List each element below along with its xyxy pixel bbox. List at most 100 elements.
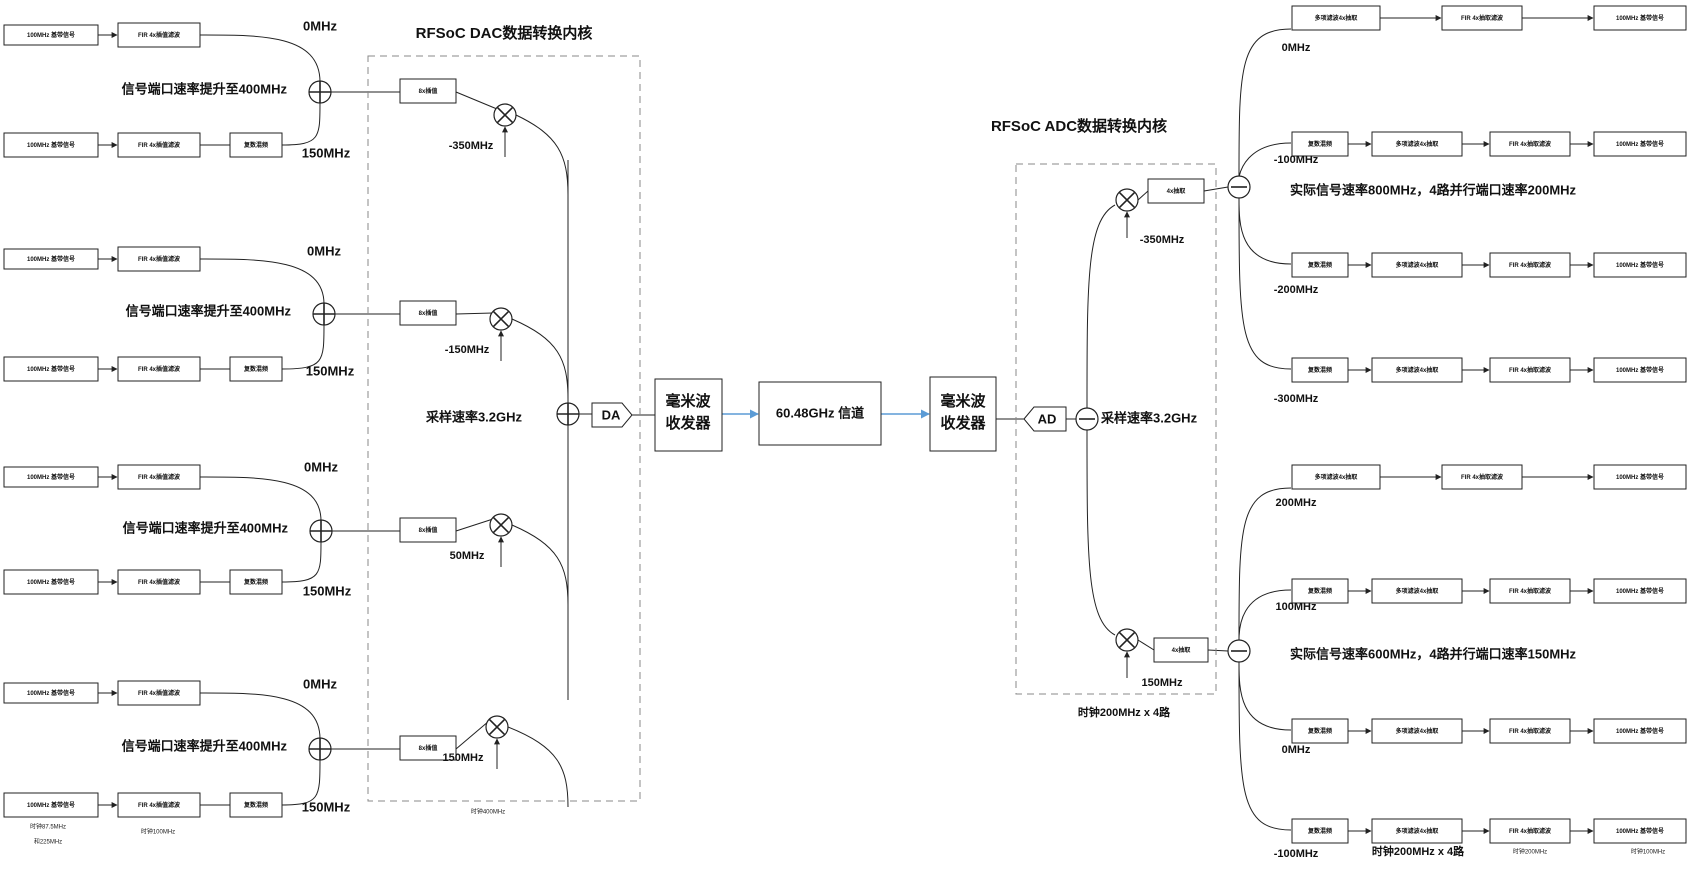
diagram-nodes: RFSoC DAC数据转换内核 100MHz 基带信号 FIR 4x插值滤波 100M… bbox=[3, 5, 1687, 860]
adc-polyphase-5-label: 多项滤波4x抽取 bbox=[1396, 587, 1440, 595]
dac-core-boundary bbox=[367, 55, 641, 802]
adc-decim-1-label: 4x抽取 bbox=[1172, 646, 1192, 654]
dac-fir-0-b-label: FIR 4x插值滤波 bbox=[138, 141, 181, 149]
dac-source-0-a-label: 100MHz 基带信号 bbox=[27, 31, 75, 39]
rx-mmwave-transceiver bbox=[929, 376, 997, 452]
adc-mixer-box-6 bbox=[1291, 718, 1349, 744]
dac-fir-1-a bbox=[117, 246, 201, 272]
adc-out-freq-3: -300MHz bbox=[1274, 393, 1319, 405]
adc-core-boundary bbox=[1015, 163, 1217, 695]
adc-out-freq-4: 200MHz bbox=[1276, 497, 1317, 509]
adc-mixer-box-3 bbox=[1291, 357, 1349, 383]
adc-clock-label: 时钟200MHz x 4路 bbox=[1078, 705, 1171, 719]
dac-adder-0-glyph bbox=[309, 81, 331, 103]
dac-freq-top-1: 0MHz bbox=[307, 243, 341, 258]
dac-converter bbox=[591, 402, 633, 428]
adc-polyphase-4 bbox=[1291, 464, 1381, 490]
adc-mixer-box-6-label: 复数混频 bbox=[1307, 727, 1332, 735]
adc-out-freq-5: 100MHz bbox=[1276, 601, 1317, 613]
adc-mixer-box-7 bbox=[1291, 818, 1349, 844]
channel-60ghz-label: 60.48GHz 信道 bbox=[776, 405, 864, 420]
dac-mixer-box-2-label: 复数混频 bbox=[243, 578, 268, 586]
dac-nco-mixer-0-glyph bbox=[496, 106, 514, 124]
dac-nco-freq-3: 150MHz bbox=[443, 752, 484, 764]
dac-fir-2-b-label: FIR 4x插值滤波 bbox=[138, 578, 181, 586]
dac-clock-caption-2: 和225MHz bbox=[34, 838, 62, 846]
adc-polyphase-6-label: 多项滤波4x抽取 bbox=[1396, 727, 1440, 735]
dac-fir-1-b-label: FIR 4x插值滤波 bbox=[138, 365, 181, 373]
connector bbox=[281, 540, 322, 583]
dac-source-0-a bbox=[3, 24, 99, 46]
connector bbox=[1137, 190, 1149, 201]
dac-summer-glyph bbox=[557, 403, 579, 425]
dac-clock-fir: 时钟100MHz bbox=[141, 828, 175, 836]
adc-baseband-5 bbox=[1593, 578, 1687, 604]
dac-upsample-2 bbox=[399, 517, 457, 543]
connector bbox=[455, 518, 494, 532]
adc-decim-1 bbox=[1153, 637, 1209, 663]
dac-fir-2-a bbox=[117, 464, 201, 490]
adc-mixer-box-2 bbox=[1291, 252, 1349, 278]
adc-out-freq-1: -100MHz bbox=[1274, 154, 1319, 166]
adc-clock-fir: 时钟200MHz bbox=[1513, 848, 1547, 856]
adc-baseband-5-label: 100MHz 基带信号 bbox=[1616, 587, 1664, 595]
dac-converter-label: DA bbox=[602, 407, 621, 422]
dac-fir-3-b bbox=[117, 792, 201, 818]
dac-rate-label-2: 信号端口速率提升至400MHz bbox=[123, 520, 289, 535]
adc-fir-5-label: FIR 4x抽取滤波 bbox=[1509, 587, 1552, 595]
adc-polyphase-7 bbox=[1371, 818, 1463, 844]
connector bbox=[199, 34, 321, 83]
adc-decim-0 bbox=[1147, 178, 1205, 204]
adc-baseband-0 bbox=[1593, 5, 1687, 31]
adc-out-freq-0: 0MHz bbox=[1282, 42, 1311, 54]
dac-source-1-b bbox=[3, 356, 99, 382]
dac-core-title: RFSoC DAC数据转换内核 bbox=[416, 24, 593, 42]
adc-fir-0 bbox=[1441, 5, 1523, 31]
connector bbox=[511, 318, 569, 400]
adc-mixer-box-1 bbox=[1291, 131, 1349, 157]
connector bbox=[1207, 649, 1229, 652]
dac-source-1-a bbox=[3, 248, 99, 270]
connector bbox=[515, 114, 569, 196]
dac-clock-caption-1: 时钟87.5MHz bbox=[30, 823, 66, 831]
connector bbox=[1238, 197, 1292, 265]
adc-fir-1 bbox=[1489, 131, 1571, 157]
adc-out-freq-6: 0MHz bbox=[1282, 744, 1311, 756]
rx-transceiver-label-1: 毫米波 bbox=[940, 392, 986, 410]
adc-converter bbox=[1023, 406, 1067, 432]
connector bbox=[1238, 28, 1292, 177]
adc-fir-6 bbox=[1489, 718, 1571, 744]
wiring bbox=[98, 15, 1594, 834]
connector bbox=[1238, 197, 1292, 370]
dac-fir-3-a bbox=[117, 680, 201, 706]
adc-decim-0-label: 4x抽取 bbox=[1167, 187, 1187, 195]
dac-fir-0-a-label: FIR 4x插值滤波 bbox=[138, 31, 181, 39]
adc-baseband-3 bbox=[1593, 357, 1687, 383]
connector bbox=[1203, 186, 1229, 192]
adc-baseband-7-label: 100MHz 基带信号 bbox=[1616, 827, 1664, 835]
adc-mixer-box-5-label: 复数混频 bbox=[1307, 587, 1332, 595]
dac-nco-mixer-3-glyph bbox=[488, 718, 506, 736]
adc-baseband-1-label: 100MHz 基带信号 bbox=[1616, 140, 1664, 148]
adc-baseband-4 bbox=[1593, 464, 1687, 490]
connector bbox=[1238, 487, 1292, 641]
dac-source-3-a bbox=[3, 682, 99, 704]
adc-fir-1-label: FIR 4x抽取滤波 bbox=[1509, 140, 1552, 148]
tx-transceiver-label-2: 收发器 bbox=[665, 414, 711, 432]
adc-fir-7-label: FIR 4x抽取滤波 bbox=[1509, 827, 1552, 835]
dac-upsample-1-label: 8x插值 bbox=[419, 309, 438, 317]
adc-baseband-6 bbox=[1593, 718, 1687, 744]
dac-mixer-box-3 bbox=[229, 792, 283, 818]
dac-sample-rate: 采样速率3.2GHz bbox=[425, 409, 523, 424]
connector bbox=[455, 91, 498, 110]
dac-source-3-b-label: 100MHz 基带信号 bbox=[27, 801, 75, 809]
dac-mixer-box-0-label: 复数混频 bbox=[243, 141, 268, 149]
dac-fir-0-b bbox=[117, 132, 201, 158]
adc-summary-upper: 实际信号速率800MHz，4路并行端口速率200MHz bbox=[1290, 182, 1577, 197]
dac-mixer-box-1-label: 复数混频 bbox=[243, 365, 268, 373]
dac-fir-2-b bbox=[117, 569, 201, 595]
adc-fir-3-label: FIR 4x抽取滤波 bbox=[1509, 366, 1552, 374]
adc-fir-7 bbox=[1489, 818, 1571, 844]
adc-fir-2 bbox=[1489, 252, 1571, 278]
adc-baseband-1 bbox=[1593, 131, 1687, 157]
